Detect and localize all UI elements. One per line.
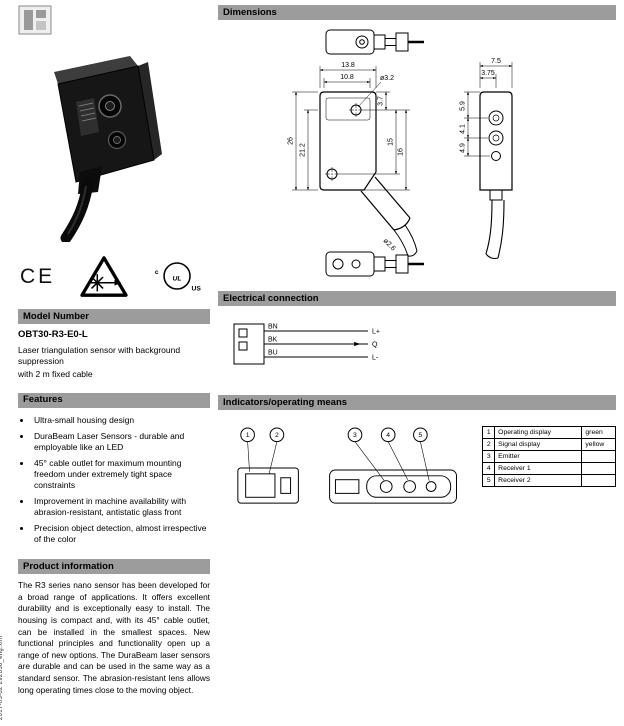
callout-1: 1 [246,432,250,439]
product-information-text: The R3 series nano sensor has been devel… [18,580,210,695]
section-electrical-connection: Electrical connection [218,291,616,306]
dim-label-right-c: 16 [398,148,405,156]
table-row: 1 Operating display green [482,426,616,439]
dim-label-cable-dia: ø2.6 [382,238,397,253]
indicator-no: 3 [482,450,496,463]
callout-2: 2 [275,432,279,439]
section-model-number: Model Number [18,309,210,324]
features-list: Ultra-small housing design DuraBeam Lase… [32,415,210,545]
dim-label-side-offset: 3.75 [481,70,495,77]
indicator-value: green [581,426,616,439]
dim-label-front-width: 13.8 [341,62,355,69]
indicators-content: 1 2 3 4 5 [218,422,616,514]
indicator-label: Emitter [494,450,583,463]
left-column: CE UL c US Model Number [18,5,210,696]
laser-warning-icon [79,256,128,297]
terminal-label-q: Q [372,342,378,349]
indicators-side-view [237,467,299,504]
certification-marks: CE UL c US [18,255,206,299]
terminal-label-lplus: L+ [372,329,380,336]
model-name: OBT30-R3-E0-L [18,329,88,340]
table-row: 2 Signal display yellow [482,438,616,451]
electrical-connection-diagram: BN BK BU L+ Q L- [233,323,380,365]
indicator-no: 1 [482,426,496,439]
dims-side-view [479,91,513,260]
company-logo-icon [18,5,52,35]
section-dimensions: Dimensions [218,5,616,20]
callout-5: 5 [418,432,422,439]
indicator-value [581,450,616,463]
feature-item: Ultra-small housing design [32,415,210,426]
callout-4: 4 [386,432,390,439]
section-product-information: Product information [18,559,210,575]
ul-us-letters: US [191,285,201,292]
dimensions-drawing: 13.8 10.8 ø3.2 26 21.2 3.7 15 16 ø2.6 [288,29,513,277]
indicator-label: Operating display [494,426,583,439]
ce-mark: CE [20,265,56,288]
feature-item: Precision object detection, almost irres… [32,523,210,545]
dim-label-right-a: 3.7 [378,96,385,106]
dim-label-front-height-inner: 21.2 [300,143,307,157]
dim-label-side-b: 4.1 [460,124,467,134]
dim-label-side-a: 5.9 [460,101,467,111]
dim-label-side-c: 4.9 [460,143,467,153]
dims-side-dimension-lines [464,62,513,157]
wire-label-bu: BU [268,350,278,357]
ul-c-letter: c [155,269,159,276]
indicator-label: Signal display [494,438,583,451]
dims-front-view [319,91,418,257]
feature-item: DuraBeam Laser Sensors - durable and emp… [32,431,210,453]
indicator-no: 4 [482,462,496,475]
ul-mark: UL c US [155,262,201,292]
feature-item: Improvement in machine availability with… [32,496,210,518]
indicator-label: Receiver 2 [494,474,583,487]
section-indicators: Indicators/operating means [218,395,616,410]
table-row: 5 Receiver 2 [482,474,616,487]
wire-label-bk: BK [268,337,278,344]
indicator-value [581,474,616,487]
dim-label-front-height: 26 [288,137,295,145]
model-cable-note: with 2 m fixed cable [18,369,93,380]
indicator-value: yellow [581,438,616,451]
dims-front-dimension-lines [292,66,410,191]
dim-label-right-b: 15 [388,138,395,146]
section-features: Features [18,392,210,408]
table-row: 4 Receiver 1 [482,462,616,475]
indicators-table: 1 Operating display green 2 Signal displ… [482,426,616,487]
indicator-label: Receiver 1 [494,462,583,475]
right-column: Dimensions [218,5,616,514]
dim-label-side-width: 7.5 [491,58,501,65]
dims-top-view [325,29,424,55]
feature-item: 45° cable outlet for maximum mounting fr… [32,458,210,491]
indicator-value [581,462,616,475]
indicators-front-view [329,469,457,504]
product-photo [54,56,162,244]
terminal-label-lminus: L- [372,355,379,362]
ul-letters: UL [173,275,182,282]
model-description: Laser triangulation sensor with backgrou… [18,345,181,367]
dim-label-front-width-inner: 10.8 [340,74,354,81]
dims-bottom-view [325,251,424,277]
indicator-no: 2 [482,438,496,451]
wire-label-bn: BN [268,324,278,331]
table-row: 3 Emitter [482,450,616,463]
side-note: 2017-03-02 292056_eng.xml [0,635,4,720]
dim-label-hole-dia: ø3.2 [380,75,394,82]
indicators-drawing: 1 2 3 4 5 [237,427,457,504]
callout-3: 3 [353,432,357,439]
indicator-no: 5 [482,474,496,487]
